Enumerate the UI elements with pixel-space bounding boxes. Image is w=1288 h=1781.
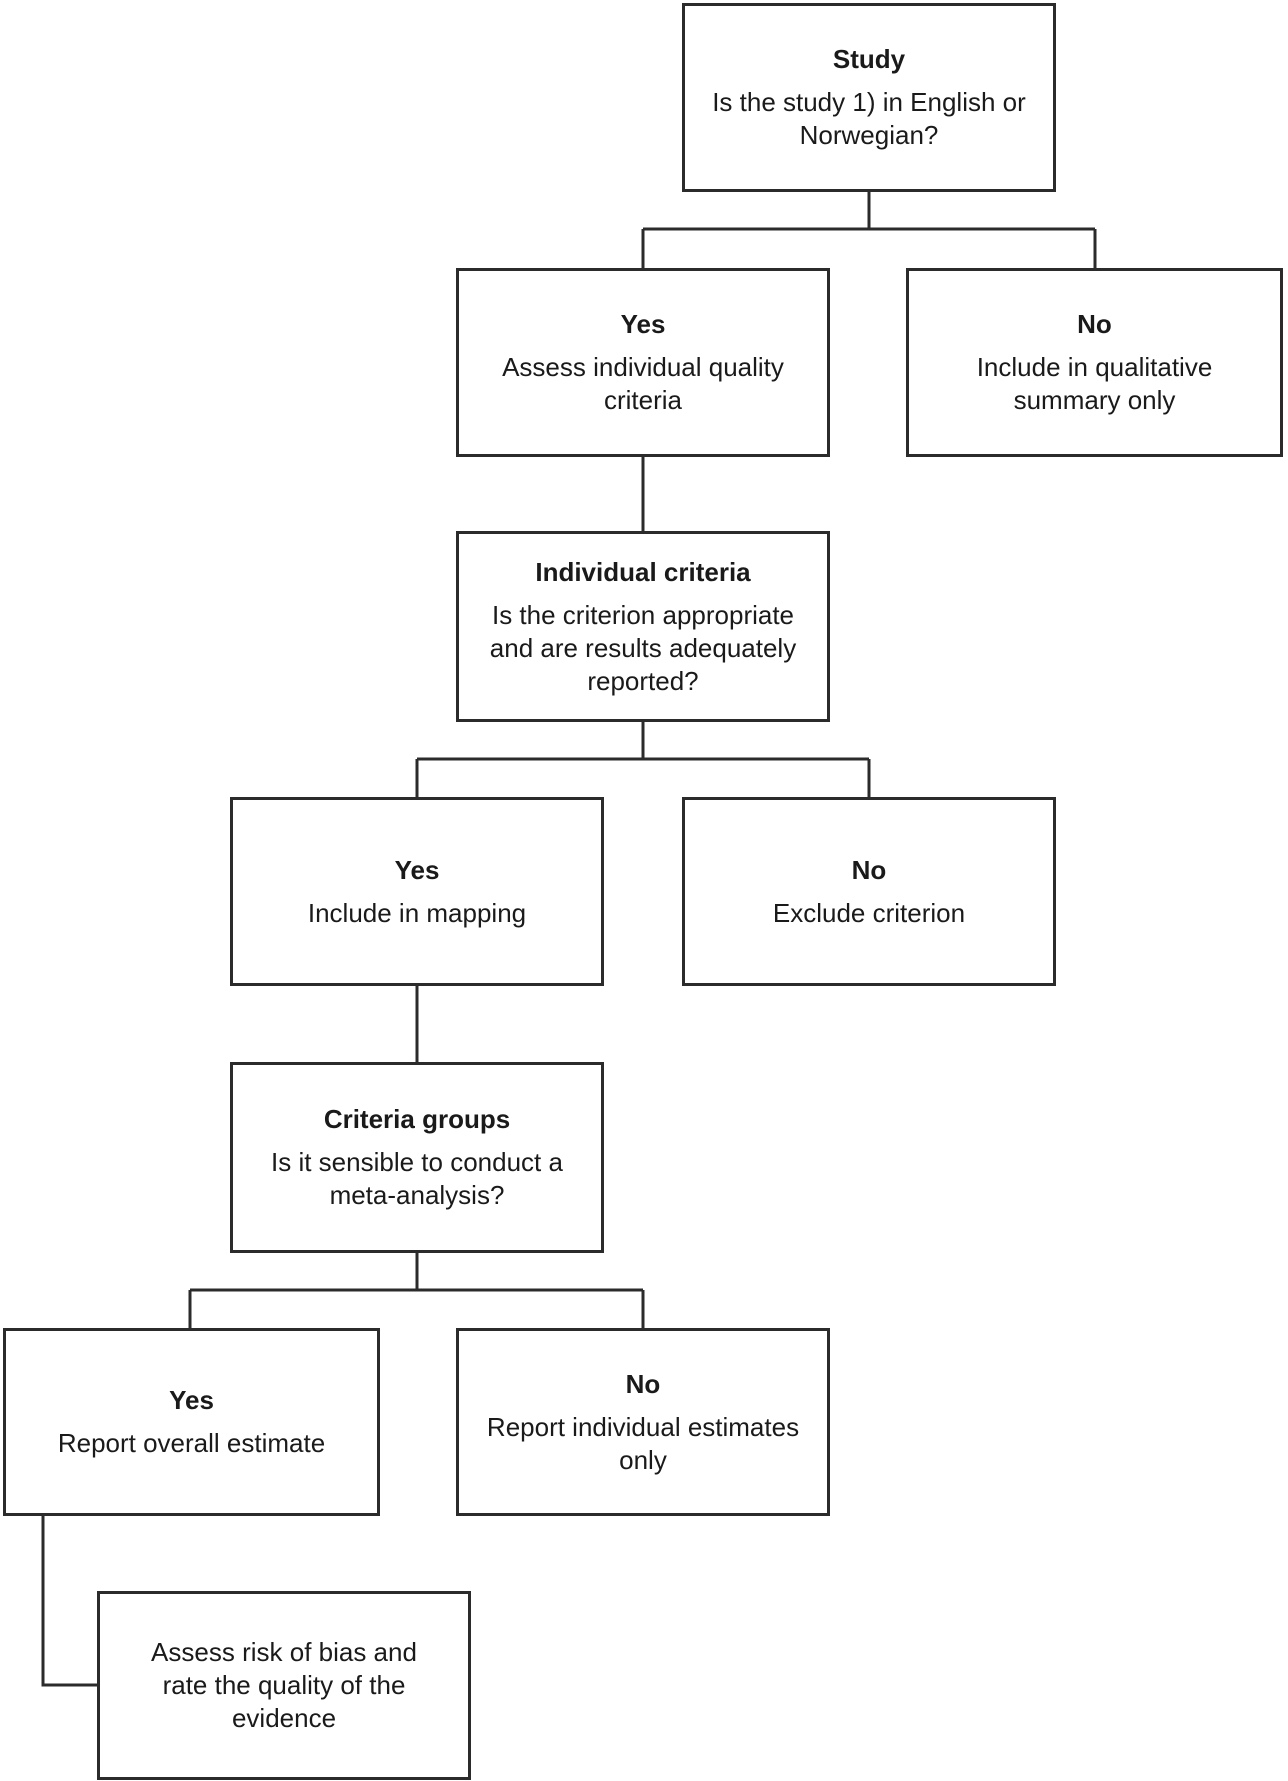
assess-bias-node: Assess risk of bias and rate the quality…	[97, 1591, 471, 1780]
yes-overall-node: Yes Report overall estimate	[3, 1328, 380, 1516]
individual-criteria-title: Individual criteria	[535, 556, 751, 587]
no-individual-estimates-title: No	[625, 1368, 661, 1399]
no-qualitative-title: No	[1077, 309, 1112, 339]
yes-mapping-node: Yes Include in mapping	[230, 797, 604, 986]
individual-criteria-node: Individual criteria Is the criterion app…	[456, 531, 830, 722]
criteria-groups-title: Criteria groups	[323, 1104, 511, 1134]
no-exclude-title: No	[851, 854, 887, 885]
no-individual-estimates-node: No Report individual estimates only	[456, 1328, 830, 1516]
yes-mapping-title: Yes	[394, 854, 440, 885]
no-qualitative-node: No Include in qualitative summary only	[906, 268, 1283, 457]
yes-overall-text: Report overall estimate	[57, 1428, 326, 1458]
no-individual-estimates-text: Report individual estimates only	[486, 1411, 800, 1475]
yes-mapping-text: Include in mapping	[307, 897, 527, 928]
no-exclude-text: Exclude criterion	[772, 897, 966, 928]
yes-assess-text: Assess individual quality criteria	[502, 352, 784, 415]
criteria-groups-question: Is it sensible to conduct a meta-analysi…	[271, 1147, 563, 1210]
study-question: Is the study 1) in English or Norwegian?	[712, 87, 1026, 150]
connector-yes3-to-bias	[41, 1514, 99, 1687]
no-qualitative-text: Include in qualitative summary only	[976, 352, 1213, 415]
assess-bias-text: Assess risk of bias and rate the quality…	[151, 1637, 417, 1733]
individual-criteria-question: Is the criterion appropriate and are res…	[489, 599, 797, 696]
yes-assess-title: Yes	[620, 309, 666, 339]
yes-assess-node: Yes Assess individual quality criteria	[456, 268, 830, 457]
study-node: Study Is the study 1) in English or Norw…	[682, 3, 1056, 192]
study-title: Study	[832, 44, 906, 74]
no-exclude-node: No Exclude criterion	[682, 797, 1056, 986]
criteria-groups-node: Criteria groups Is it sensible to conduc…	[230, 1062, 604, 1253]
yes-overall-title: Yes	[169, 1385, 214, 1415]
